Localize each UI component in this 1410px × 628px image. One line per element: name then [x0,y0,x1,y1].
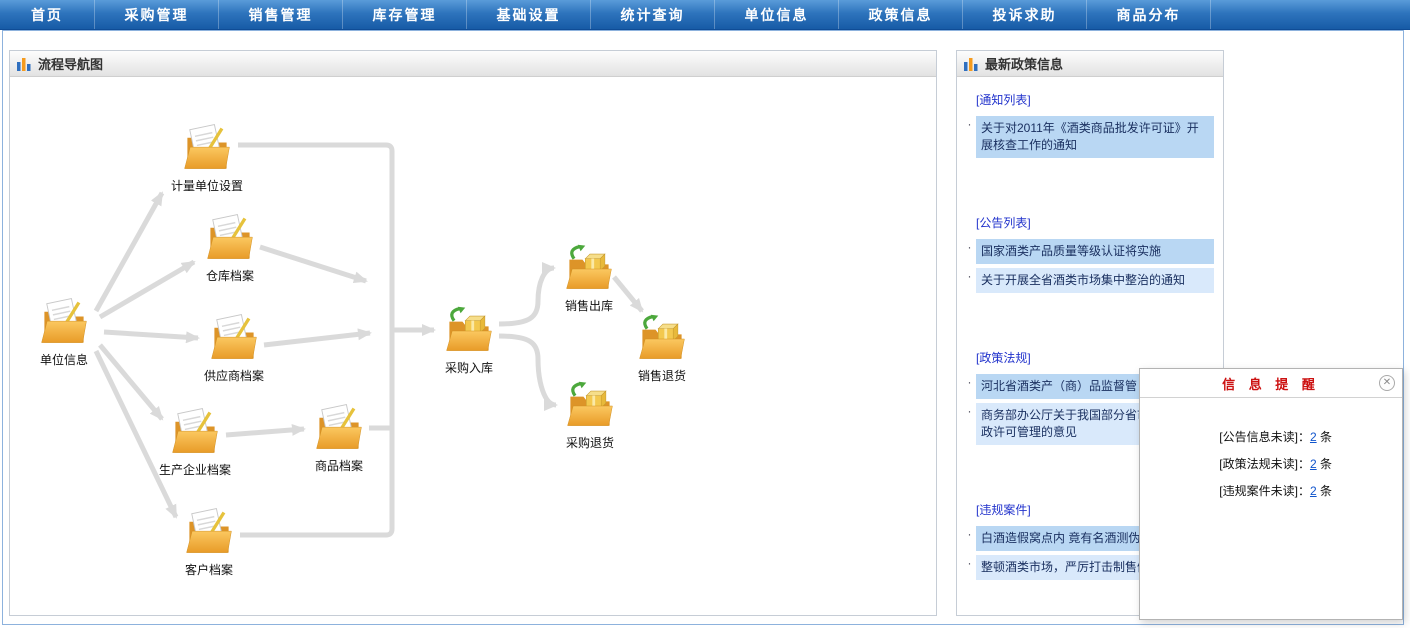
flow-node-producer[interactable]: 生产企业档案 [145,407,245,478]
nav-item-purchase[interactable]: 采购管理 [95,0,219,29]
flow-node-label: 销售退货 [637,369,686,383]
dialog-title: 信 息 提 醒 [1222,376,1320,392]
flow-node-label: 商品档案 [314,459,363,473]
nav-item-product-distribution[interactable]: 商品分布 [1087,0,1211,29]
policy-info-list: [通知列表] · 关于对2011年《酒类商品批发许可证》开展核查工作的通知 [公… [957,77,1223,615]
flow-panel-title: 流程导航图 [38,57,104,72]
chart-icon [16,56,32,72]
section-announcements: [公告列表] · 国家酒类产品质量等级认证将实施 · 关于开展全省酒类市场集中整… [963,214,1217,293]
nav-item-home[interactable]: 首页 [0,0,95,29]
chart-icon [963,56,979,72]
unread-violations-row: [违规案件未读]：2 条 [1140,478,1402,505]
unread-label: [政策法规未读]： [1219,457,1310,471]
flow-node-label: 仓库档案 [205,269,254,283]
box-folder-icon [634,313,690,365]
list-item-text: 关于对2011年《酒类商品批发许可证》开展核查工作的通知 [976,116,1214,158]
unread-announcements-row: [公告信息未读]：2 条 [1140,424,1402,451]
policy-panel-header: 最新政策信息 [957,51,1223,77]
nav-item-unit-info[interactable]: 单位信息 [715,0,839,29]
box-folder-icon [441,305,497,357]
document-folder-icon [206,313,262,365]
list-item[interactable]: · 关于开展全省酒类市场集中整治的通知 [963,268,1217,293]
flow-node-warehouse[interactable]: 仓库档案 [180,213,280,284]
section-header-announcements[interactable]: [公告列表] [976,216,1031,230]
bullet-icon: · [967,556,972,570]
content-frame: 流程导航图 [2,30,1404,625]
unread-count-link[interactable]: 2 [1309,484,1317,498]
flow-arrows [93,142,644,538]
flow-node-supplier[interactable]: 供应商档案 [184,313,284,384]
bullet-icon: · [967,269,972,283]
flow-panel-header: 流程导航图 [10,51,936,77]
unread-suffix: 条 [1316,457,1332,471]
flow-node-sales-outbound[interactable]: 销售出库 [539,243,639,314]
close-icon[interactable]: ✕ [1379,375,1395,391]
flow-node-label: 计量单位设置 [170,179,243,193]
box-folder-icon [562,380,618,432]
nav-item-inventory[interactable]: 库存管理 [343,0,467,29]
nav-item-policy-info[interactable]: 政策信息 [839,0,963,29]
unread-label: [违规案件未读]： [1219,484,1310,498]
document-folder-icon [179,123,235,175]
document-folder-icon [167,407,223,459]
dialog-body: [公告信息未读]：2 条 [政策法规未读]：2 条 [违规案件未读]：2 条 [1140,424,1402,505]
policy-panel-title: 最新政策信息 [985,57,1064,72]
section-notices: [通知列表] · 关于对2011年《酒类商品批发许可证》开展核查工作的通知 [963,91,1217,158]
flow-navigation-panel: 流程导航图 [9,50,937,616]
unread-suffix: 条 [1316,484,1332,498]
bullet-icon: · [967,240,972,254]
section-header-regulations[interactable]: [政策法规] [976,351,1031,365]
flow-node-product[interactable]: 商品档案 [289,403,389,474]
dialog-header: 信 息 提 醒 ✕ [1140,369,1402,398]
policy-info-panel: 最新政策信息 [通知列表] · 关于对2011年《酒类商品批发许可证》开展核查工… [956,50,1224,616]
box-folder-icon [561,243,617,295]
unread-count-link[interactable]: 2 [1309,457,1317,471]
list-item-text: 关于开展全省酒类市场集中整治的通知 [976,268,1214,293]
flow-node-unit-info[interactable]: 单位信息 [14,297,114,368]
section-header-notices[interactable]: [通知列表] [976,93,1031,107]
bullet-icon: · [967,404,972,418]
unread-regulations-row: [政策法规未读]：2 条 [1140,451,1402,478]
section-header-violations[interactable]: [违规案件] [976,503,1031,517]
list-item[interactable]: · 关于对2011年《酒类商品批发许可证》开展核查工作的通知 [963,116,1217,158]
flow-diagram: 单位信息 计量单位设置 仓库档案 供应商档案 生产企业档案 商品档案 [10,77,936,615]
nav-item-statistics[interactable]: 统计查询 [591,0,715,29]
bullet-icon: · [967,375,972,389]
unread-count-link[interactable]: 2 [1309,430,1317,444]
list-item[interactable]: · 国家酒类产品质量等级认证将实施 [963,239,1217,264]
nav-item-sales[interactable]: 销售管理 [219,0,343,29]
flow-node-purchase-inbound[interactable]: 采购入库 [419,305,519,376]
flow-node-sales-return[interactable]: 销售退货 [612,313,712,384]
bullet-icon: · [967,117,972,131]
flow-node-label: 供应商档案 [203,369,264,383]
flow-node-label: 采购入库 [444,361,493,375]
flow-node-measure-unit[interactable]: 计量单位设置 [157,123,257,194]
flow-node-purchase-return[interactable]: 采购退货 [540,380,640,451]
flow-node-label: 客户档案 [184,563,233,577]
flow-node-label: 销售出库 [564,299,613,313]
unread-label: [公告信息未读]： [1219,430,1310,444]
top-navigation: 首页 采购管理 销售管理 库存管理 基础设置 统计查询 单位信息 政策信息 投诉… [0,0,1410,30]
unread-suffix: 条 [1316,430,1332,444]
bullet-icon: · [967,527,972,541]
flow-node-customer[interactable]: 客户档案 [159,507,259,578]
message-reminder-dialog: 信 息 提 醒 ✕ [公告信息未读]：2 条 [政策法规未读]：2 条 [违规案… [1139,368,1403,620]
nav-item-complaints[interactable]: 投诉求助 [963,0,1087,29]
document-folder-icon [36,297,92,349]
list-item-text: 国家酒类产品质量等级认证将实施 [976,239,1214,264]
document-folder-icon [181,507,237,559]
flow-node-label: 单位信息 [39,353,88,367]
flow-node-label: 采购退货 [565,436,614,450]
document-folder-icon [311,403,367,455]
document-folder-icon [202,213,258,265]
nav-filler [1211,0,1410,29]
flow-node-label: 生产企业档案 [158,463,231,477]
nav-item-basic-settings[interactable]: 基础设置 [467,0,591,29]
